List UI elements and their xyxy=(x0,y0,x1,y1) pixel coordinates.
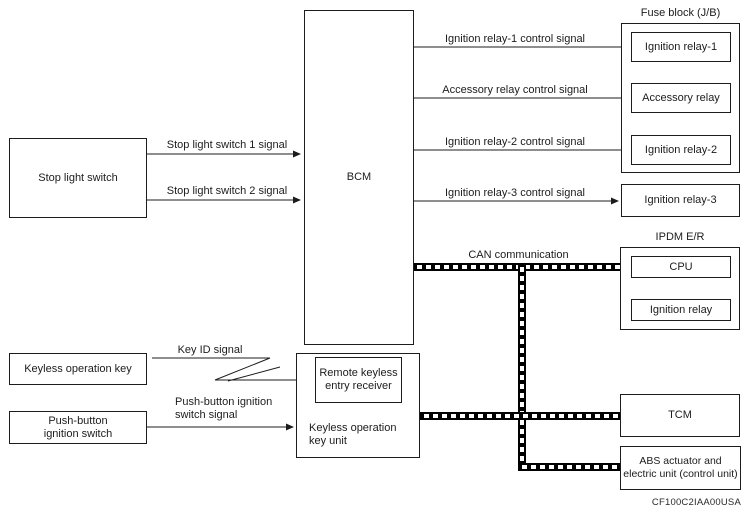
node-ignition-relay: Ignition relay xyxy=(631,299,731,321)
signal-label-ignition-relay-3-control: Ignition relay-3 control signal xyxy=(444,187,586,199)
node-label: Keyless operation key xyxy=(24,362,132,375)
node-ignition-relay-3: Ignition relay-3 xyxy=(621,184,740,217)
signal-label-can-communication: CAN communication xyxy=(468,249,569,261)
node-push-button-ignition-switch: Push-button ignition switch xyxy=(9,411,147,444)
node-tcm: TCM xyxy=(620,394,740,437)
node-label: Ignition relay-2 xyxy=(644,143,718,156)
signal-label-key-id: Key ID signal xyxy=(177,344,243,356)
node-label: Ignition relay-1 xyxy=(644,40,718,53)
node-label: Ignition relay-3 xyxy=(644,194,717,206)
ipdm-er-title: IPDM E/R xyxy=(655,231,705,243)
signal-label-push-button: Push-button ignition switch signal xyxy=(175,396,273,421)
node-label: ABS actuator and electric unit (control … xyxy=(623,455,738,480)
node-accessory-relay: Accessory relay xyxy=(631,83,731,113)
figure-code: CF100C2IAA00USA xyxy=(651,497,741,508)
node-remote-keyless-entry-receiver: Remote keyless entry receiver xyxy=(315,357,402,403)
node-label: Remote keyless entry receiver xyxy=(319,367,398,392)
node-bcm: BCM xyxy=(304,10,414,345)
keyless-operation-key-unit-label: Keyless operation key unit xyxy=(309,422,397,447)
fuse-block-title: Fuse block (J/B) xyxy=(640,7,721,19)
node-cpu: CPU xyxy=(631,256,731,278)
node-keyless-operation-key: Keyless operation key xyxy=(9,353,147,385)
node-label: Accessory relay xyxy=(642,91,720,104)
signal-label-stop-light-2: Stop light switch 2 signal xyxy=(166,185,288,197)
node-label: Ignition relay xyxy=(649,303,713,316)
node-label: Push-button ignition switch xyxy=(43,414,113,440)
signal-label-stop-light-1: Stop light switch 1 signal xyxy=(166,139,288,151)
node-label: CPU xyxy=(669,260,693,273)
node-abs-actuator: ABS actuator and electric unit (control … xyxy=(620,446,741,490)
key-id-wireless-link xyxy=(152,357,312,384)
can-line-keyless-to-tcm xyxy=(420,412,620,420)
signal-label-ignition-relay-1-control: Ignition relay-1 control signal xyxy=(444,33,586,45)
node-label: Stop light switch xyxy=(38,171,118,184)
node-label: TCM xyxy=(668,409,692,421)
can-line-vertical-branch xyxy=(518,263,526,471)
node-ignition-relay-1: Ignition relay-1 xyxy=(631,32,731,62)
can-line-branch-to-abs xyxy=(518,463,621,471)
node-label: BCM xyxy=(346,171,372,183)
node-stop-light-switch: Stop light switch xyxy=(9,138,147,218)
node-ignition-relay-2: Ignition relay-2 xyxy=(631,135,731,165)
signal-label-ignition-relay-2-control: Ignition relay-2 control signal xyxy=(444,136,586,148)
signal-label-accessory-relay-control: Accessory relay control signal xyxy=(442,84,588,96)
